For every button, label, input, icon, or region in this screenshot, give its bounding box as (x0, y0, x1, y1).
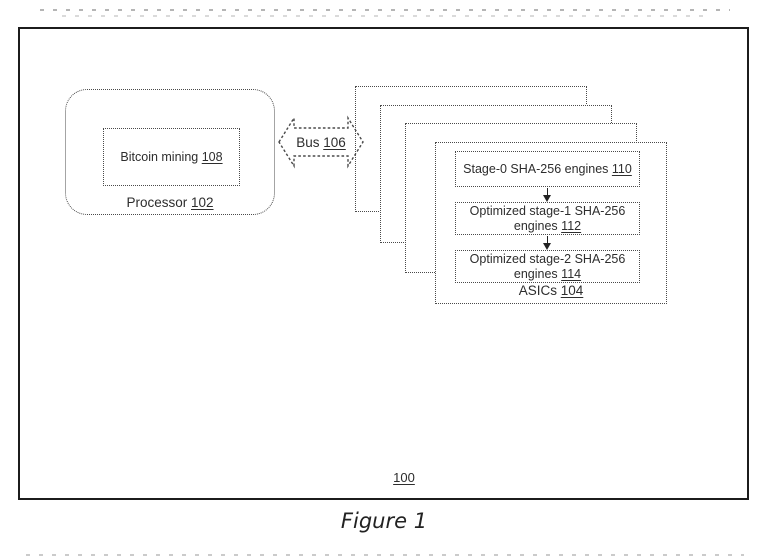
engine-box-stage1: Optimized stage-1 SHA-256 engines 112 (455, 202, 640, 235)
engine-stage2-ref: 114 (561, 266, 582, 281)
processor-text: Processor (126, 195, 188, 210)
engine-stage2-line1: Optimized stage-2 SHA-256 (470, 252, 626, 267)
processor-label: Processor 102 (66, 195, 274, 210)
figure-caption: Figure 1 (340, 509, 428, 533)
bitcoin-mining-text: Bitcoin mining (120, 150, 199, 164)
engine-box-stage2: Optimized stage-2 SHA-256 engines 114 (455, 250, 640, 283)
engine-stage2-line2: engines 114 (514, 267, 581, 282)
bus-arrow: Bus 106 (276, 114, 366, 170)
engine-stage2-text2: engines (513, 266, 558, 281)
bitcoin-mining-box: Bitcoin mining 108 (103, 128, 240, 186)
engine-stage1-line2: engines 112 (514, 219, 581, 234)
flow-arrow-2 (540, 236, 555, 250)
processor-ref: 102 (191, 195, 214, 210)
engine-stage2-text: Optimized stage-2 SHA-256 (469, 251, 626, 266)
engine-stage1-ref: 112 (561, 218, 582, 233)
arrow-head-icon (543, 195, 551, 202)
asics-text: ASICs (518, 283, 557, 298)
engine-stage0-label: Stage-0 SHA-256 engines 110 (463, 162, 632, 177)
system-ref: 100 (393, 470, 415, 485)
system-ref-label: 100 (20, 470, 768, 485)
double-arrow-icon (278, 115, 364, 169)
arrow-stem (546, 236, 549, 245)
asics-box: Stage-0 SHA-256 engines 110 Optimized st… (435, 142, 667, 304)
figure-border: Bitcoin mining 108 Processor 102 Stage-0… (18, 27, 749, 500)
arrow-stem (546, 188, 549, 197)
processor-box: Bitcoin mining 108 Processor 102 (65, 89, 275, 215)
flow-arrow-1 (540, 188, 555, 202)
engine-stage0-text: Stage-0 SHA-256 engines (463, 161, 609, 176)
arrow-head-icon (543, 243, 551, 250)
engine-stage1-text2: engines (513, 218, 558, 233)
bus-text: Bus (296, 134, 320, 150)
engine-stage1-text: Optimized stage-1 SHA-256 (469, 203, 626, 218)
bus-ref: 106 (323, 134, 346, 150)
engine-stage0-ref: 110 (611, 161, 632, 176)
scan-noise-top (40, 9, 730, 11)
scan-noise-bottom (26, 554, 744, 556)
bitcoin-mining-ref: 108 (201, 150, 223, 164)
asics-ref: 104 (560, 283, 584, 298)
engine-stage1-line1: Optimized stage-1 SHA-256 (470, 204, 626, 219)
bus-label: Bus 106 (276, 114, 366, 170)
engine-box-stage0: Stage-0 SHA-256 engines 110 (455, 151, 640, 187)
asics-label: ASICs 104 (436, 283, 666, 298)
bitcoin-mining-label: Bitcoin mining 108 (120, 150, 222, 164)
scan-noise-top-2 (62, 15, 712, 17)
